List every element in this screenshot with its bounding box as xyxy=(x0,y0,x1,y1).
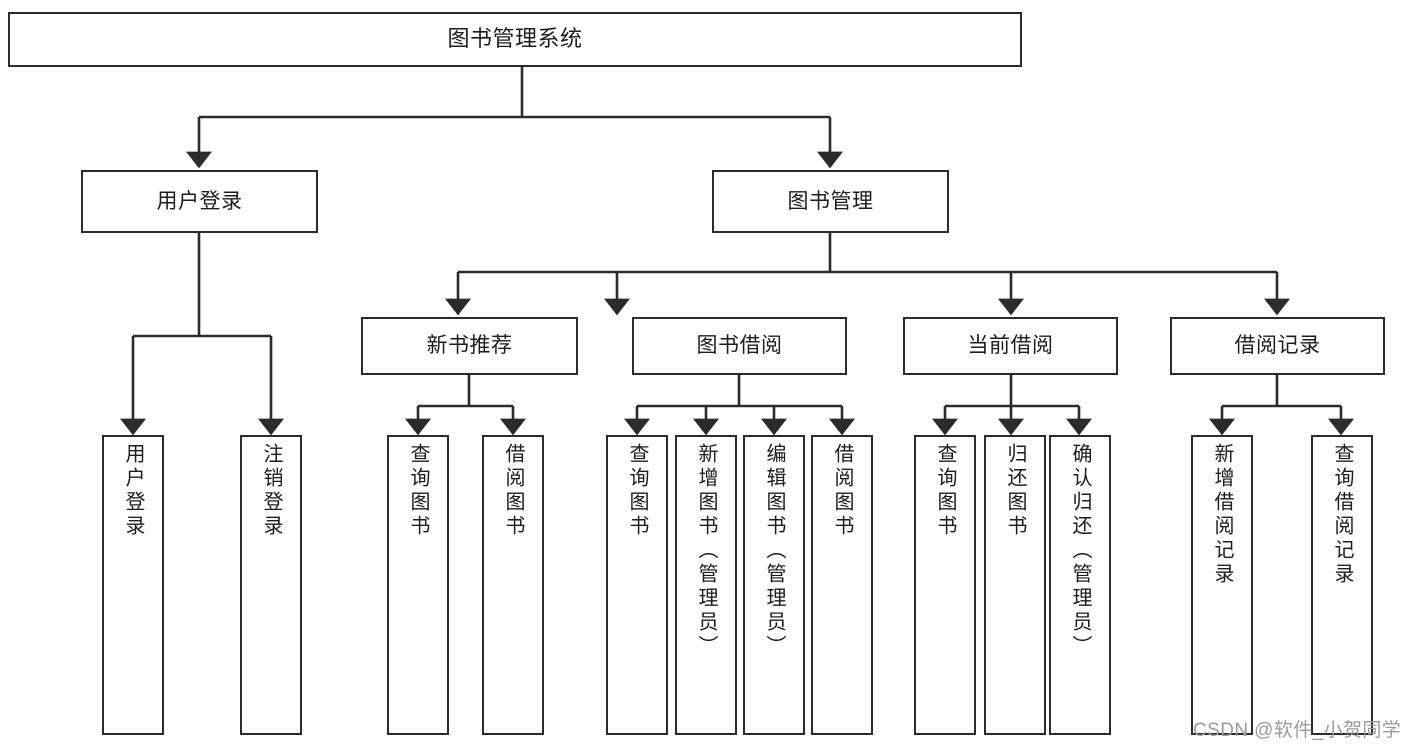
node-label: 新增借阅记录 xyxy=(1211,443,1233,587)
node-label: 当前借阅 xyxy=(967,334,1054,358)
node-label: 用户登录 xyxy=(122,443,144,539)
leaf-record-add-record[interactable]: 新增借阅记录 xyxy=(1191,435,1253,735)
leaf-recommend-query-book[interactable]: 查询图书 xyxy=(387,435,449,735)
node-label: 图书管理 xyxy=(787,189,874,213)
leaf-record-query-record[interactable]: 查询借阅记录 xyxy=(1311,435,1373,735)
leaf-recommend-borrow-book[interactable]: 借阅图书 xyxy=(482,435,544,735)
node-current-borrow[interactable]: 当前借阅 xyxy=(903,317,1118,375)
leaf-current-confirm-return-admin[interactable]: 确认归还（管理员） xyxy=(1049,435,1111,735)
node-label: 查询图书 xyxy=(934,443,956,539)
node-label: 新增图书（管理员） xyxy=(695,443,717,659)
node-book-borrow[interactable]: 图书借阅 xyxy=(632,317,847,375)
leaf-current-query-book[interactable]: 查询图书 xyxy=(914,435,976,735)
node-label: 确认归还（管理员） xyxy=(1069,443,1091,659)
node-label: 新书推荐 xyxy=(426,334,513,358)
node-label: 归还图书 xyxy=(1004,443,1026,539)
csdn-watermark: CSDN @软件_小贺同学 xyxy=(1193,720,1402,741)
node-borrow-record[interactable]: 借阅记录 xyxy=(1170,317,1385,375)
leaf-current-return-book[interactable]: 归还图书 xyxy=(984,435,1046,735)
node-root-system[interactable]: 图书管理系统 xyxy=(8,12,1022,67)
node-new-book-recommend[interactable]: 新书推荐 xyxy=(361,317,578,375)
node-label: 用户登录 xyxy=(156,189,243,213)
node-label: 编辑图书（管理员） xyxy=(763,443,785,659)
node-label: 查询借阅记录 xyxy=(1331,443,1353,587)
node-label: 借阅图书 xyxy=(831,443,853,539)
leaf-borrow-add-book-admin[interactable]: 新增图书（管理员） xyxy=(675,435,737,735)
node-label: 图书借阅 xyxy=(696,334,783,358)
node-label: 注销登录 xyxy=(260,443,282,539)
node-label: 查询图书 xyxy=(626,443,648,539)
node-label: 查询图书 xyxy=(407,443,429,539)
leaf-user-login-login[interactable]: 用户登录 xyxy=(102,435,164,735)
node-label: 图书管理系统 xyxy=(447,26,583,52)
node-label: 借阅记录 xyxy=(1234,334,1321,358)
node-book-management[interactable]: 图书管理 xyxy=(712,170,949,233)
leaf-borrow-borrow-book[interactable]: 借阅图书 xyxy=(811,435,873,735)
leaf-user-login-logout[interactable]: 注销登录 xyxy=(240,435,302,735)
leaf-borrow-query-book[interactable]: 查询图书 xyxy=(606,435,668,735)
node-user-login[interactable]: 用户登录 xyxy=(81,170,318,233)
node-label: 借阅图书 xyxy=(502,443,524,539)
leaf-borrow-edit-book-admin[interactable]: 编辑图书（管理员） xyxy=(743,435,805,735)
